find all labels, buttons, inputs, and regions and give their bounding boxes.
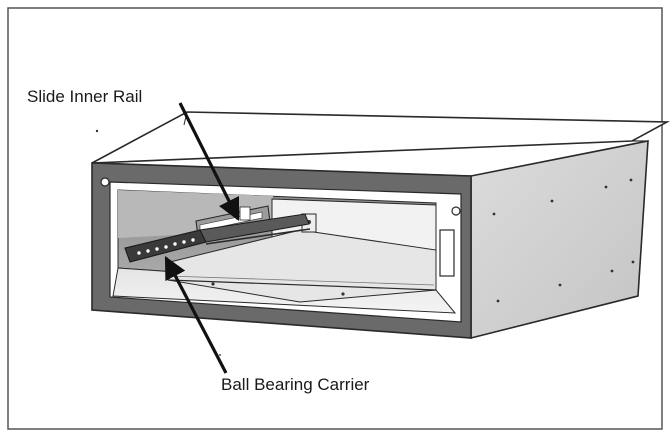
figure-border — [7, 7, 663, 430]
right-bracket — [439, 229, 455, 277]
label-ball-bearing-carrier: Ball Bearing Carrier — [221, 375, 370, 394]
ball-bearings — [137, 238, 195, 255]
cabinet-side — [470, 140, 649, 340]
carrier-leader-line — [164, 256, 228, 374]
side-rivets — [492, 178, 635, 303]
cabinet-top — [91, 111, 670, 164]
label-slide-inner-rail: Slide Inner Rail — [27, 87, 143, 106]
rail-leader-line — [178, 102, 240, 222]
